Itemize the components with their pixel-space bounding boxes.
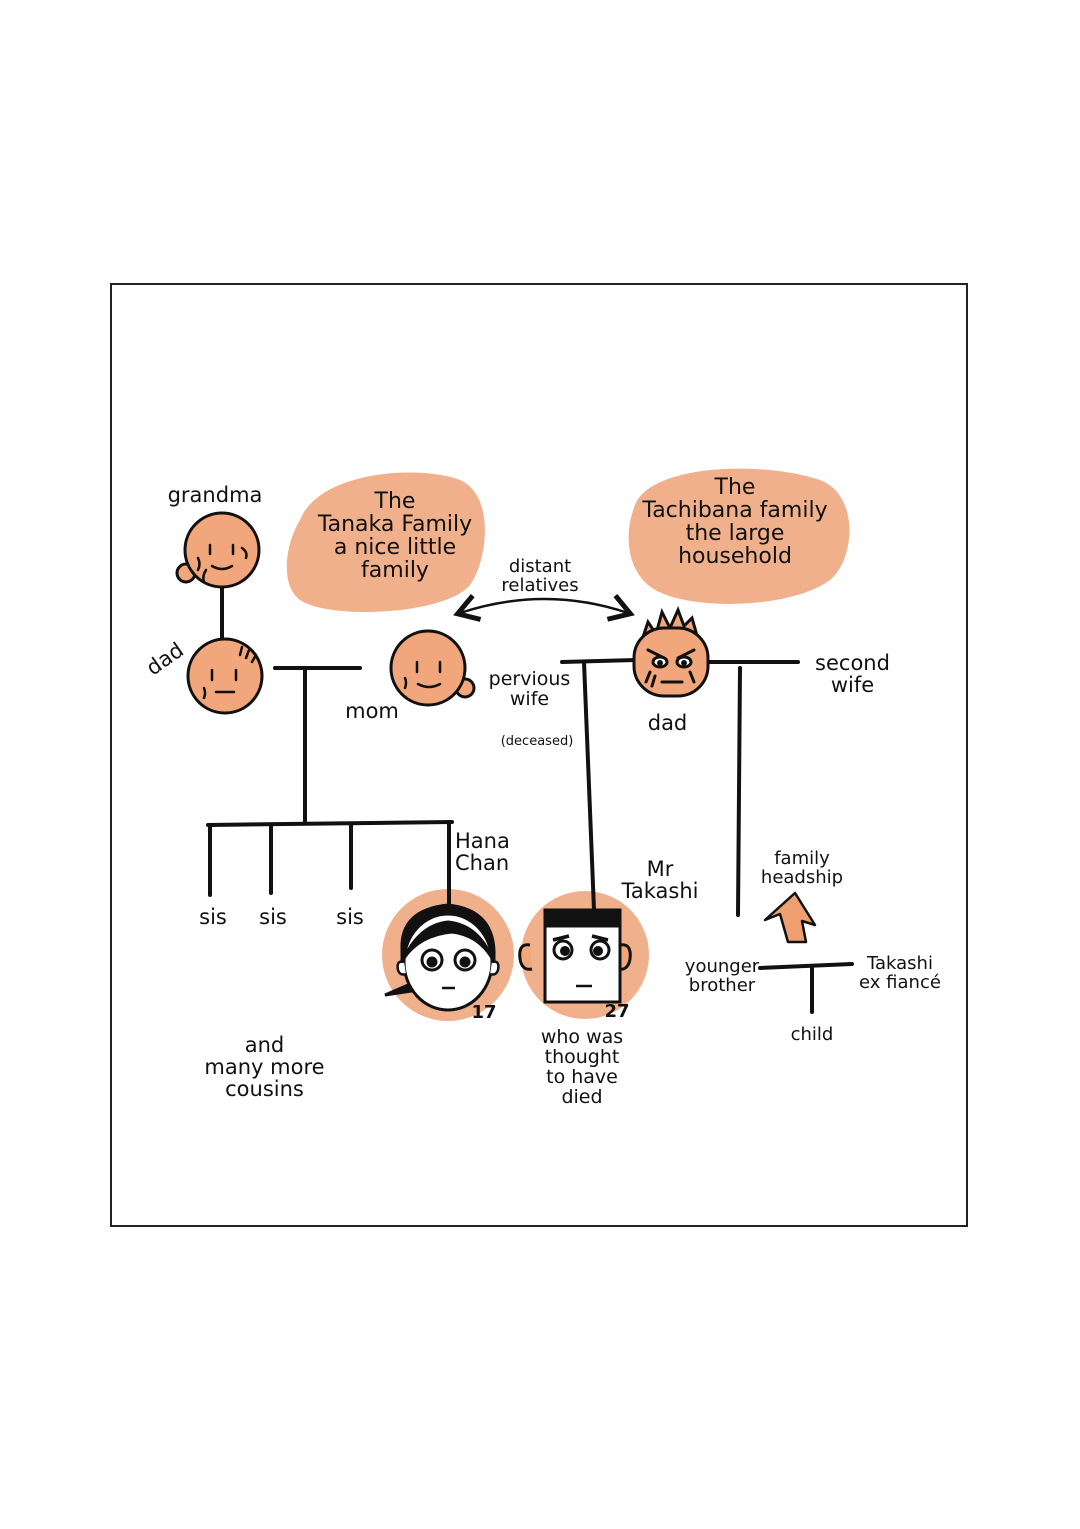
tachibana-title: The Tachibana family the large household [642,475,828,570]
family-headship-arrow [763,891,817,944]
tanaka-title: The Tanaka Family a nice little family [317,489,473,584]
grandma-face [175,511,261,589]
hana-age-label: 17 [471,1002,497,1023]
younger-brother-label: younger brother [684,956,760,996]
grandma-label: grandma [167,483,263,507]
tachibana-title-blob [628,468,850,604]
distant-relatives-label: distant relatives [501,556,579,596]
tanaka-dad-face [186,637,264,715]
hana-name-label: Hana Chan [455,829,510,876]
family-headship-label: family headship [760,848,844,888]
takashi-age-label: 27 [604,1001,630,1022]
tanaka-children-bar [206,820,454,827]
child-label: child [790,1024,834,1045]
sis-label-1: sis [199,905,227,929]
takashi-descent-line [582,660,596,912]
second-wife-descent-line [736,666,742,917]
takashi-note-label: who was thought to have died [540,1026,624,1108]
panel-frame [110,283,968,1227]
deceased-label: (deceased) [500,734,574,749]
tachibana-dad-face [632,606,710,698]
sis-label-2: sis [259,905,287,929]
takashi-face [518,908,632,1004]
takashi-name-label: Mr Takashi [621,857,699,904]
cousins-label: and many more cousins [204,1033,325,1102]
sis-label-3: sis [336,905,364,929]
mom-label: mom [345,699,399,723]
tachibana-first-marriage-line [560,658,640,664]
previous-wife-label: pervious wife [488,668,571,710]
brother-fiance-marriage-line [758,962,854,970]
tanaka-title-blob [286,472,485,612]
ex-fiance-label: Takashi ex fiancé [859,953,941,993]
second-wife-label: second wife [815,651,890,698]
tachibana-dad-label: dad [647,711,688,735]
mom-face [389,629,476,707]
hana-face [384,903,500,1012]
distant-relatives-arrow [453,593,635,622]
